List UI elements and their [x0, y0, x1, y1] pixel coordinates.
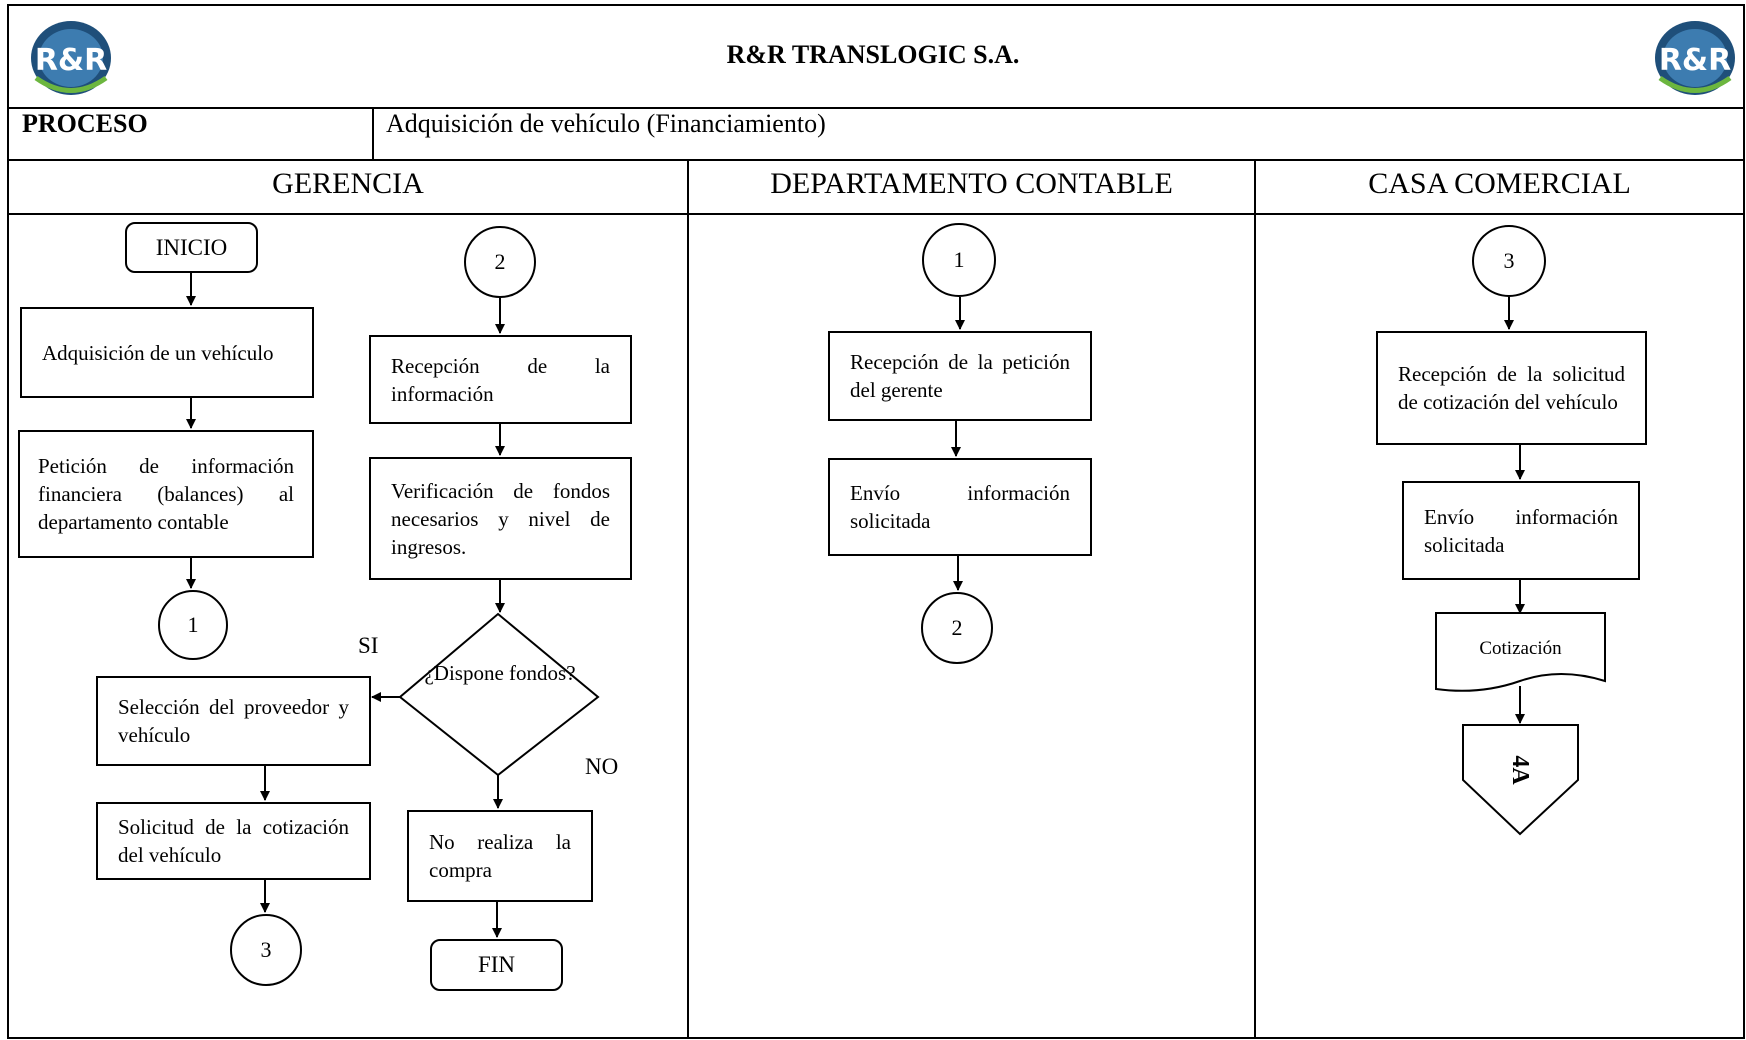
company-logo-left: R&R	[31, 21, 111, 95]
process-verify-funds: Verificación de fondos necesarios y nive…	[369, 457, 632, 580]
acquire-label: Adquisición de un vehículo	[42, 340, 274, 365]
lane-gerencia: GERENCIA	[272, 167, 424, 200]
connector-2-in: 2	[464, 226, 536, 298]
connector-1-out: 1	[158, 590, 228, 660]
start-label: INICIO	[155, 234, 228, 260]
process-no-purchase: No realiza la compra	[407, 810, 593, 902]
offpage-label: 4A	[1507, 755, 1533, 785]
lane-casa: CASA COMERCIAL	[1368, 167, 1631, 200]
connector-2-out-label: 2	[951, 615, 963, 640]
no-label: NO	[585, 754, 619, 779]
yes-label: SI	[358, 633, 379, 658]
process-request-quote: Solicitud de la cotización del vehículo	[96, 802, 371, 880]
request-quote-label: Solicitud de la cotización del vehículo	[118, 815, 349, 867]
process-label: PROCESO	[22, 109, 148, 138]
receive-request-label: Recepción de la petición del gerente	[850, 350, 1070, 402]
company-logo-right: R&R	[1655, 21, 1735, 95]
end-label: FIN	[477, 952, 516, 977]
no-purchase-label: No realiza la compra	[429, 830, 571, 882]
receive-info-label: Recepción de la información	[391, 353, 610, 406]
company-title: R&R TRANSLOGIC S.A.	[726, 40, 1020, 69]
document-shape	[1435, 612, 1606, 692]
decision-label: ¿Dispone fondos?	[424, 661, 576, 685]
svg-text:R&R: R&R	[35, 43, 107, 78]
contable-send-info-label: Envío información solicitada	[850, 481, 1070, 533]
casa-send-info-label: Envío información solicitada	[1424, 504, 1618, 557]
end-terminal: FIN	[430, 939, 563, 991]
process-send-info-contable: Envío información solicitada	[828, 458, 1092, 556]
lane-contable: DEPARTAMENTO CONTABLE	[770, 167, 1173, 200]
svg-text:R&R: R&R	[1659, 43, 1731, 78]
connector-1-in: 1	[922, 223, 996, 297]
connector-3-in-label: 3	[1503, 248, 1515, 273]
process-value: Adquisición de vehículo (Financiamiento)	[386, 109, 826, 138]
process-receive-quote-request: Recepción de la solicitud de cotización …	[1376, 331, 1647, 445]
start-terminal: INICIO	[125, 222, 258, 273]
process-receive-request: Recepción de la petición del gerente	[828, 331, 1092, 421]
process-select-provider: Selección del proveedor y vehículo	[96, 676, 371, 766]
process-receive-info: Recepción de la información	[369, 335, 632, 424]
process-acquire-vehicle: Adquisición de un vehículo	[20, 307, 314, 398]
connector-2-out: 2	[921, 592, 993, 664]
connector-3-out: 3	[230, 914, 302, 986]
connector-1-in-label: 1	[953, 247, 965, 272]
connector-3-out-label: 3	[260, 937, 272, 962]
connector-1-out-label: 1	[187, 612, 199, 637]
document-label: Cotización	[1479, 638, 1562, 659]
verify-label: Verificación de fondos necesarios y nive…	[391, 478, 610, 559]
offpage-connector	[1462, 724, 1579, 836]
process-request-financial-info: Petición de información financiera (bala…	[18, 430, 314, 558]
process-send-info-casa: Envío información solicitada	[1402, 481, 1640, 580]
receive-quote-request-label: Recepción de la solicitud de cotización …	[1398, 362, 1625, 414]
decision-diamond	[398, 612, 600, 777]
connector-2-in-label: 2	[494, 249, 506, 274]
connector-3-in: 3	[1472, 225, 1546, 297]
request-info-label: Petición de información financiera (bala…	[38, 454, 294, 534]
select-provider-label: Selección del proveedor y vehículo	[118, 695, 349, 747]
